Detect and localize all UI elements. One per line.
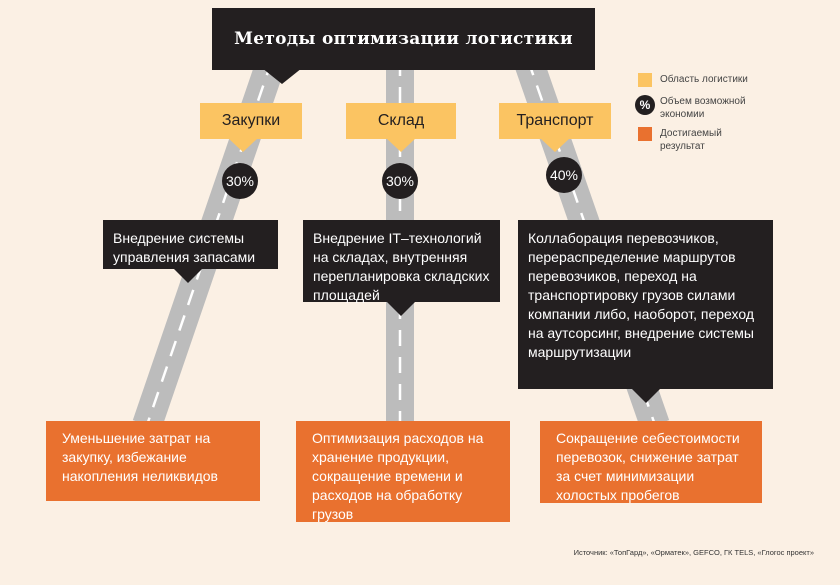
- measure-pointer-1: [173, 268, 203, 283]
- legend-result-label: Достигаемый результат: [660, 128, 722, 152]
- category-pointer-1: [228, 138, 258, 152]
- measure-transport: Коллаборация перевозчиков, перераспредел…: [518, 220, 773, 389]
- measure-pointer-3: [631, 388, 661, 403]
- source-note: Источник: «ТопГард», «Орматек», GEFCO, Г…: [573, 548, 814, 557]
- legend-saving: % Объем возможной экономии: [635, 95, 750, 121]
- diagram-title: Методы оптимизации логистики: [212, 8, 595, 70]
- saving-percent-transport: 40%: [546, 157, 582, 193]
- category-warehouse: Склад: [346, 103, 456, 139]
- legend-area-label: Область логистики: [660, 74, 748, 85]
- measure-pointer-2: [386, 301, 416, 316]
- result-transport: Сокращение себестоимости перевозок, сниж…: [540, 421, 762, 503]
- legend-area-swatch: [638, 73, 652, 87]
- category-transport: Транспорт: [499, 103, 611, 139]
- saving-percent-warehouse: 30%: [382, 163, 418, 199]
- legend-saving-symbol: %: [635, 95, 655, 115]
- category-pointer-3: [540, 138, 570, 152]
- measure-warehouse: Внедрение IT–технологий на складах, внут…: [303, 220, 500, 303]
- result-procurement: Уменьшение затрат на закупку, избежание …: [46, 421, 260, 501]
- category-procurement: Закупки: [200, 103, 302, 139]
- category-pointer-2: [386, 138, 416, 152]
- measure-procurement: Внедрение системы управления запасами: [103, 220, 278, 269]
- saving-percent-procurement: 30%: [222, 163, 258, 199]
- legend-result-swatch: [638, 127, 652, 141]
- title-pointer: [262, 68, 302, 84]
- result-warehouse: Оптимизация расходов на хранение продукц…: [296, 421, 510, 522]
- legend-saving-label: Объем возможной экономии: [660, 96, 746, 120]
- legend-result: Достигаемый результат: [638, 127, 730, 153]
- legend-area: Область логистики: [638, 73, 748, 87]
